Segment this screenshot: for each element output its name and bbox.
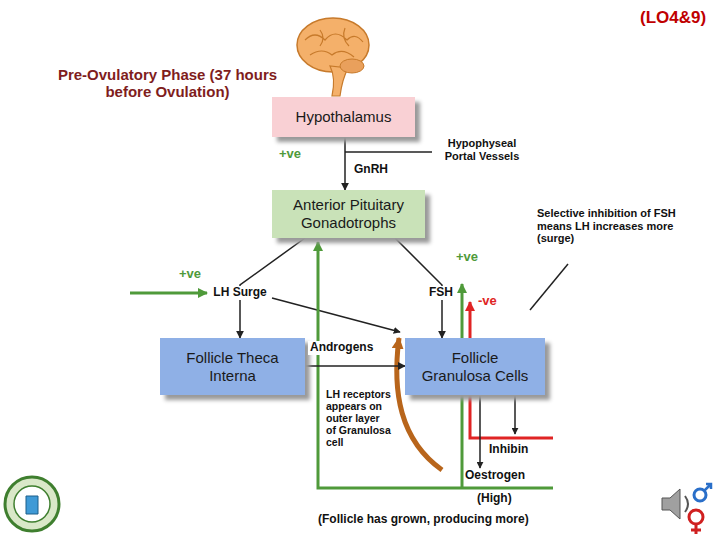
- lh-to-granulosa-arrow: [272, 298, 400, 332]
- positive-arrow: [130, 292, 207, 295]
- brain-illustration: [297, 18, 369, 96]
- level-label: (High): [477, 492, 512, 506]
- edge-label: GnRH: [352, 163, 390, 177]
- positive-sign: +ve: [179, 267, 201, 282]
- positive-sign: +ve: [279, 147, 301, 162]
- hormone-label: Oestrogen: [465, 469, 525, 483]
- hormone-label: Inhibin: [489, 443, 528, 457]
- node-text: Anterior Pituitary Gonadotrophs: [279, 196, 419, 232]
- leader-line: [530, 264, 568, 310]
- annotation-note: LH receptors appears on outer layer of G…: [326, 388, 392, 448]
- speaker-icon: [662, 484, 711, 534]
- edge-label: FSH: [427, 286, 455, 300]
- logo-icon: [5, 477, 59, 531]
- node-text: Follicle Theca Interna: [175, 349, 290, 385]
- connector-arrow: [344, 137, 346, 190]
- node-text: Hypothalamus: [296, 108, 392, 126]
- process-box: Anterior Pituitary Gonadotrophs: [272, 190, 425, 238]
- caption: (Follicle has grown, producing more): [318, 513, 529, 527]
- vessel-note: Hypophyseal Portal Vessels: [437, 137, 527, 162]
- process-box: Hypothalamus: [272, 97, 415, 137]
- positive-sign: +ve: [456, 250, 478, 265]
- process-box: Follicle Theca Interna: [160, 338, 305, 395]
- process-box: Follicle Granulosa Cells: [405, 338, 545, 395]
- node-text: Follicle Granulosa Cells: [416, 349, 534, 385]
- negative-sign: -ve: [478, 294, 497, 309]
- title: Pre-Ovulatory Phase (37 hours before Ovu…: [50, 66, 285, 101]
- oestrogen-arrow: [479, 396, 481, 468]
- connector-arrow: [305, 365, 405, 367]
- edge-label: LH Surge: [211, 286, 268, 300]
- portal-vessel-line: [345, 151, 432, 153]
- inhibin-arrow: [514, 396, 516, 434]
- annotation-note: Selective inhibition of FSH means LH inc…: [537, 207, 677, 245]
- objective-code: (LO4&9): [640, 8, 706, 28]
- edge-label: Androgens: [308, 341, 375, 355]
